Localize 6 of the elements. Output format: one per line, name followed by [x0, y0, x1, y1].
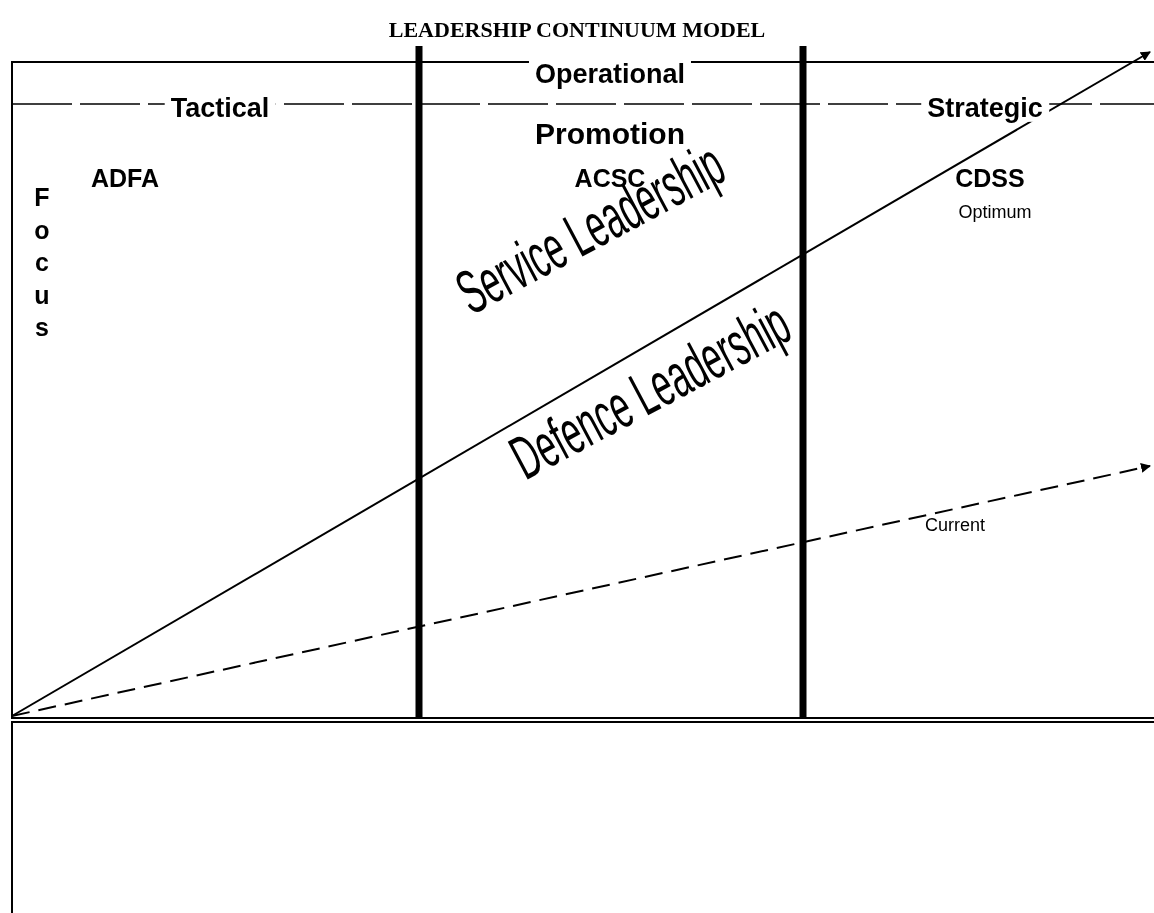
diagram-title: LEADERSHIP CONTINUUM MODEL — [388, 17, 766, 43]
trend-label: Current — [925, 514, 985, 536]
axis-label: Focus — [33, 181, 51, 343]
course-label: ADFA — [90, 163, 160, 193]
course-label: CDSS — [955, 163, 1025, 193]
column-heading: Operational — [529, 59, 691, 89]
